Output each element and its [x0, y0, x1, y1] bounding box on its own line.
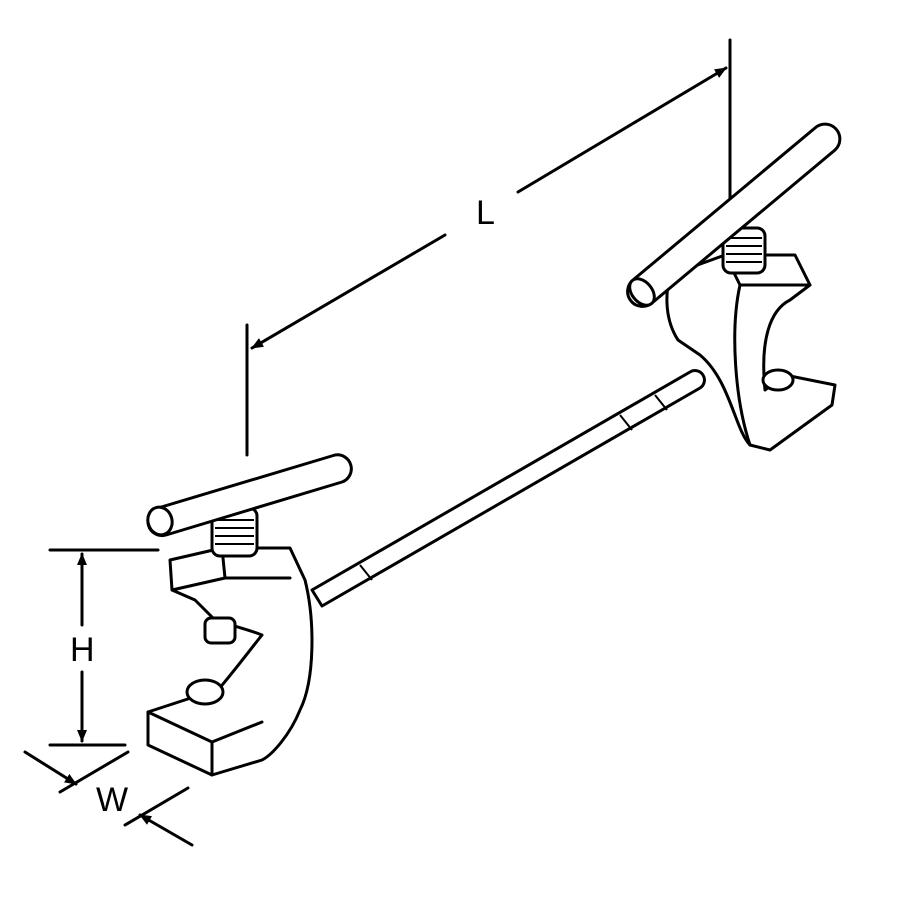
left-clamp: [146, 453, 353, 777]
height-label: H: [70, 631, 95, 669]
height-dimension: [48, 548, 160, 747]
connecting-rod: [310, 369, 706, 608]
width-dimension: [23, 750, 194, 847]
right-clamp: [626, 122, 842, 452]
width-label: W: [96, 781, 129, 819]
length-dimension: [245, 38, 732, 457]
length-label: L: [476, 194, 495, 232]
